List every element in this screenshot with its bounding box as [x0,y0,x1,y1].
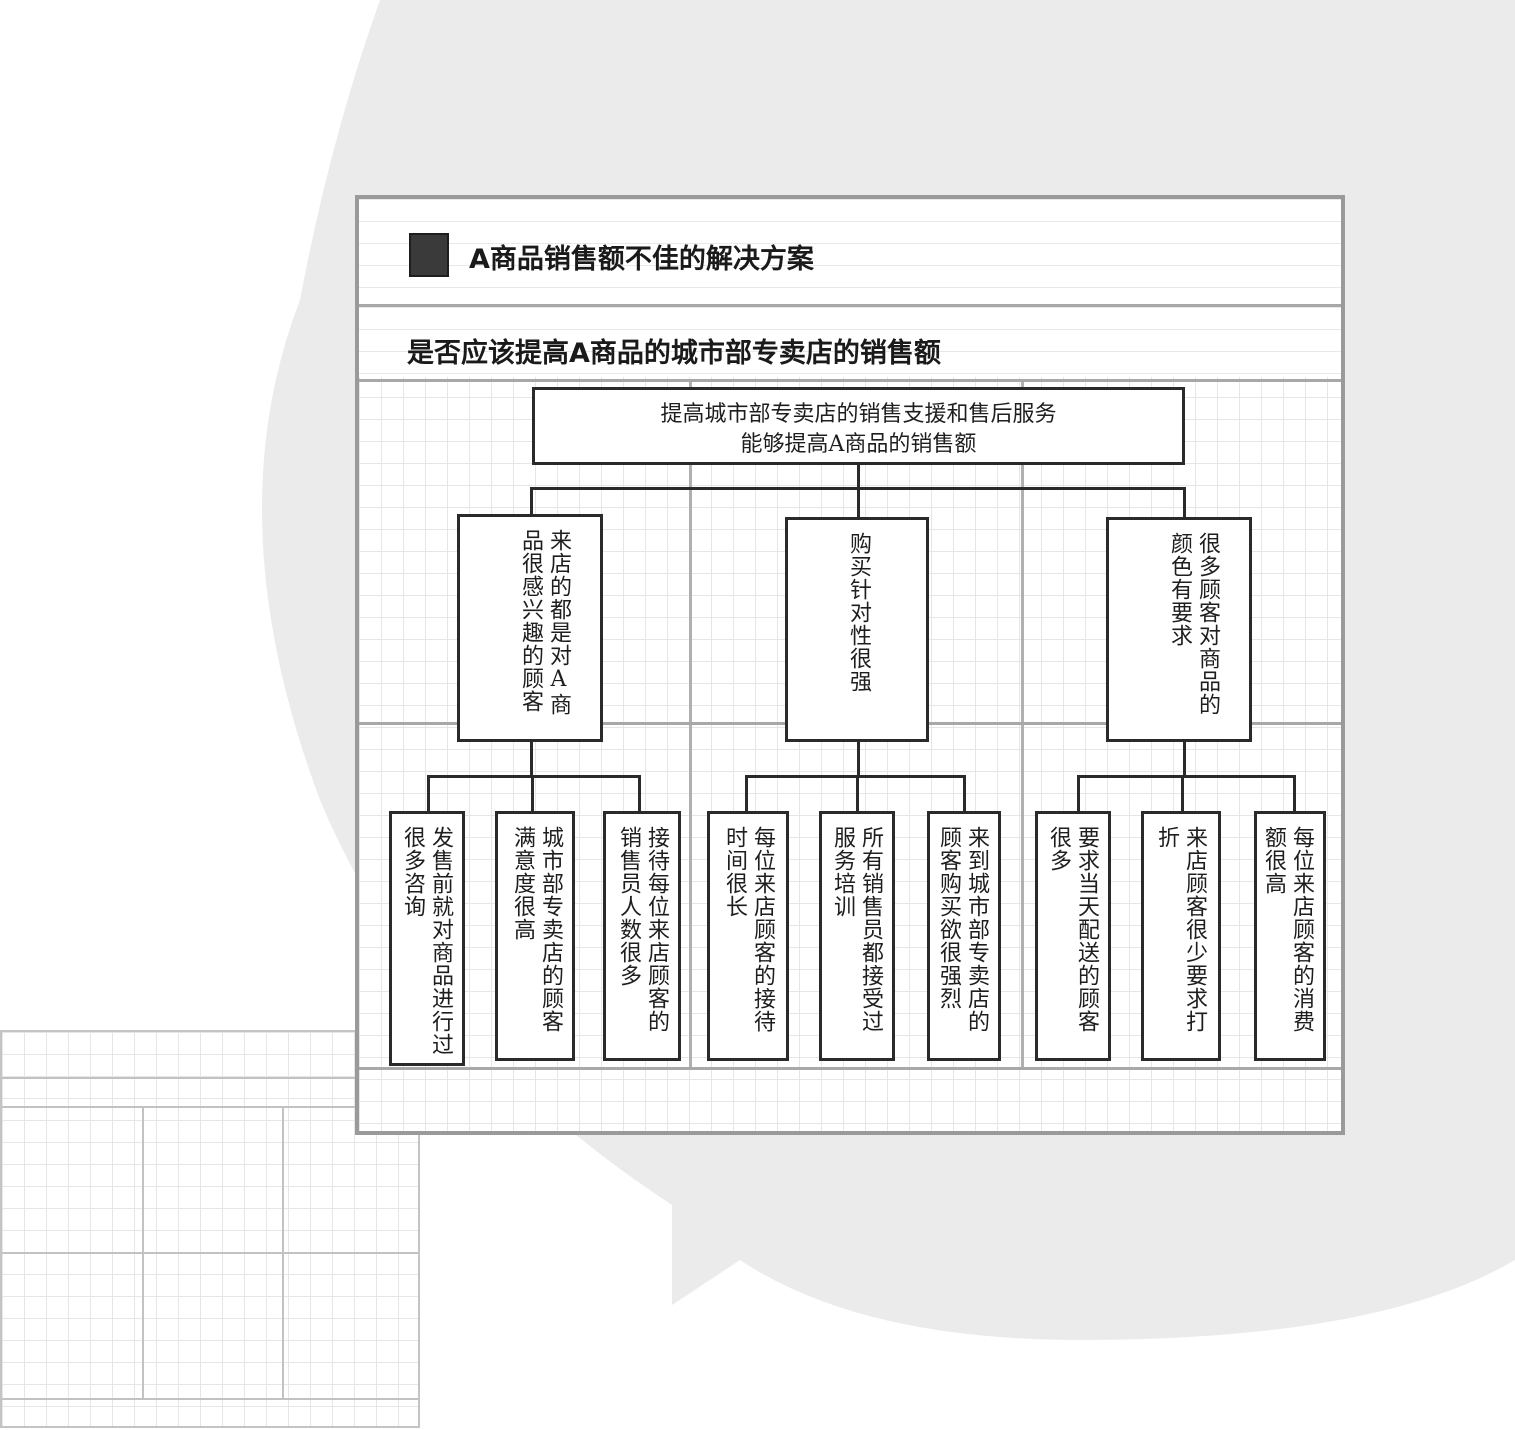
notebook-icon [409,233,449,277]
page-subtitle: 是否应该提高A商品的城市部专卖店的销售额 [407,338,941,369]
subtitle-row [359,307,1341,377]
connector-branch-2 [857,487,860,517]
connector-b2-bar [745,775,965,778]
root-node: 提高城市部专卖店的销售支援和售后服务 能够提高A商品的销售额 [532,387,1185,465]
connector-root-down [857,464,860,489]
title-divider [359,304,1341,307]
connector-b2-leaf3 [963,775,966,813]
leaf-node-label: 要求当天配送的顾客很多 [1046,826,1099,1033]
connector-b2-leaf1 [745,775,748,813]
leaf-node-label: 发售前就对商品进行过很多咨询 [400,826,453,1056]
connector-b3-bar [1077,775,1295,778]
small-grid-sheet [0,1030,420,1428]
leaf-node-2-2: 所有销售员都接受过服务培训 [819,811,895,1061]
leaf-node-3-1: 要求当天配送的顾客很多 [1035,811,1111,1061]
branch-node-1: 来店的都是对A商品很感兴趣的顾客 [457,514,603,742]
branch-node-3: 很多顾客对商品的颜色有要求 [1106,517,1252,742]
connector-b1-down [530,742,533,777]
leaf-node-1-3: 接待每位来店顾客的销售员人数很多 [603,811,681,1061]
leaf-node-label: 每位来店顾客的接待时间很长 [722,826,775,1033]
connector-b2-leaf2 [856,775,859,813]
leaf-node-label: 接待每位来店顾客的销售员人数很多 [616,826,669,1033]
connector-b3-leaf2 [1181,775,1184,813]
branch-node-label: 来店的都是对A商品很感兴趣的顾客 [518,529,571,716]
leaf-node-2-3: 来到城市部专卖店的顾客购买欲很强烈 [927,811,1001,1061]
leaf-node-3-3: 每位来店顾客的消费额很高 [1254,811,1326,1061]
leaf-node-label: 来店顾客很少要求打折 [1154,826,1207,1033]
connector-b3-down [1183,742,1186,777]
logic-tree-card: A商品销售额不佳的解决方案 是否应该提高A商品的城市部专卖店的销售额 提高城市部… [355,195,1345,1135]
root-node-line-2: 能够提高A商品的销售额 [740,432,977,457]
connector-branch-3 [1183,487,1186,517]
connector-b1-leaf2 [531,775,534,813]
title-row [359,199,1341,304]
connector-branch-1 [530,487,533,517]
leaf-node-3-2: 来店顾客很少要求打折 [1141,811,1221,1061]
branch-node-2: 购买针对性很强 [785,517,929,742]
connector-b1-leaf1 [427,775,430,813]
connector-b3-leaf3 [1293,775,1296,813]
branch-node-label: 很多顾客对商品的颜色有要求 [1167,532,1220,716]
leaf-node-2-1: 每位来店顾客的接待时间很长 [707,811,789,1061]
leaf-node-label: 所有销售员都接受过服务培训 [830,826,883,1033]
leaf-node-1-2: 城市部专卖店的顾客满意度很高 [495,811,575,1061]
root-node-line-1: 提高城市部专卖店的销售支援和售后服务 [660,402,1057,427]
leaf-node-label: 来到城市部专卖店的顾客购买欲很强烈 [936,826,989,1033]
connector-b3-leaf1 [1077,775,1080,813]
subtitle-divider [359,379,1341,382]
page-title: A商品销售额不佳的解决方案 [469,244,814,275]
leaf-node-label: 城市部专卖店的顾客满意度很高 [510,826,563,1033]
leaf-node-1-1: 发售前就对商品进行过很多咨询 [389,811,465,1066]
branch-node-label: 购买针对性很强 [846,532,871,693]
leaf-node-label: 每位来店顾客的消费额很高 [1261,826,1314,1033]
bottom-divider [359,1067,1341,1070]
connector-b2-down [857,742,860,777]
connector-b1-leaf3 [638,775,641,813]
